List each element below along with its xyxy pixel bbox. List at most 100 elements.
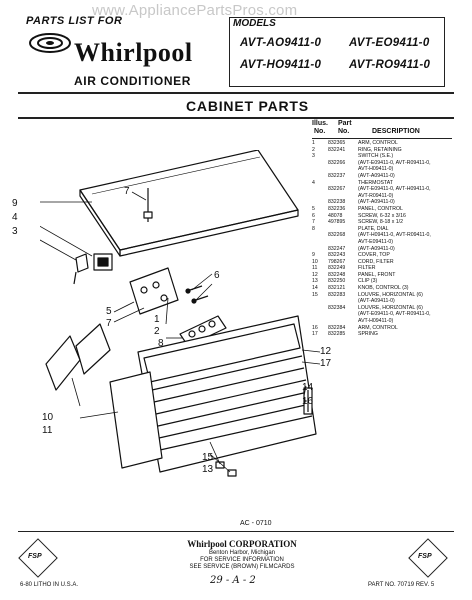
table-row: AVT-H09411-0) xyxy=(312,318,452,325)
switch-part xyxy=(93,253,113,271)
screw-part xyxy=(143,188,153,222)
header-divider xyxy=(18,92,454,94)
reference-number: 11 xyxy=(42,425,53,436)
part-number: 832283 xyxy=(328,291,346,298)
footer-service-info: FOR SERVICE INFORMATION xyxy=(200,557,284,563)
part-number: 497895 xyxy=(328,219,346,226)
illus-number: 4 xyxy=(312,179,315,186)
illus-number: 12 xyxy=(312,271,318,278)
illus-number: 5 xyxy=(312,205,315,212)
product-subtitle: AIR CONDITIONER xyxy=(74,74,191,88)
column-header-illus: Illus. xyxy=(312,120,328,127)
illus-number: 8 xyxy=(312,225,315,232)
reference-number: 9 xyxy=(12,198,18,209)
part-number: 832384 xyxy=(328,304,346,311)
description: PANEL, CONTROL xyxy=(358,205,403,212)
handwritten-note: 29 - A - 2 xyxy=(210,575,256,586)
description: (AVT-E09411-0, AVT-H09411-0, xyxy=(358,186,431,193)
illus-number: 1 xyxy=(312,140,315,146)
table-row: 1 832365 ARM, CONTROL xyxy=(312,140,452,147)
illus-number: 14 xyxy=(312,285,318,292)
illus-number: 7 xyxy=(312,219,315,226)
footer-divider xyxy=(18,531,454,533)
part-number: 798267 xyxy=(328,258,346,265)
table-row: (AVT-A09411-0) xyxy=(312,298,452,305)
footer-company: Whirlpool CORPORATION xyxy=(187,539,297,549)
reference-number: 15 xyxy=(202,452,214,463)
reference-number: 12 xyxy=(320,346,332,357)
table-row: (AVT-E09411-0, AVT-R09411-0, xyxy=(312,311,452,318)
description: PANEL, FRONT xyxy=(358,271,396,278)
part-number: 832365 xyxy=(328,140,346,146)
column-header-part: Part xyxy=(338,120,352,127)
description: SWITCH (S.E.) xyxy=(358,153,394,160)
list-divider xyxy=(312,138,452,139)
description: FILTER xyxy=(358,265,376,272)
table-row: 2 832241 RING, RETAINING xyxy=(312,147,452,154)
footer-service-cards: SEE SERVICE (BROWN) FILMCARDS xyxy=(189,564,295,570)
footer-printed: 6-80 LITHO IN U.S.A. xyxy=(20,582,79,588)
illus-number: 16 xyxy=(312,324,318,331)
description: (AVT-A09411-0) xyxy=(358,172,395,179)
description: SPRING xyxy=(358,331,378,338)
description: (AVT-A09411-0) xyxy=(358,199,395,206)
table-row: 832267(AVT-E09411-0, AVT-H09411-0, xyxy=(312,186,452,193)
description: CORD, FILTER xyxy=(358,258,394,265)
reference-number: 7 xyxy=(124,186,130,197)
description: COVER, TOP xyxy=(358,252,390,259)
section-divider xyxy=(18,117,454,119)
top-cover-part xyxy=(79,150,299,257)
fsp-logo-text: FSP xyxy=(418,553,432,560)
description: THERMOSTAT xyxy=(358,179,393,186)
reference-number: 6 xyxy=(214,270,220,281)
description: RING, RETAINING xyxy=(358,146,402,153)
description: SCREW, 6-32 x 3/16 xyxy=(358,212,406,219)
reference-number: 4 xyxy=(12,212,18,223)
description: (AVT-A09411-0) xyxy=(358,298,395,305)
control-panel-part xyxy=(129,267,179,315)
part-number: 832237 xyxy=(328,172,346,179)
knob-part xyxy=(303,387,313,415)
column-header-no: No. xyxy=(314,128,326,135)
brand-name: Whirlpool xyxy=(74,38,193,67)
description: KNOB, CONTROL (3) xyxy=(358,285,409,292)
part-number: 832249 xyxy=(328,265,346,272)
filter-cord-part xyxy=(45,323,111,391)
part-number: 832243 xyxy=(328,252,346,259)
description: ARM, CONTROL xyxy=(358,140,398,146)
column-header-description: DESCRIPTION xyxy=(372,128,420,135)
part-number: 832241 xyxy=(328,146,346,153)
screw-part xyxy=(185,285,209,304)
model-number: AVT-AO9411-0 xyxy=(240,37,322,49)
part-number: 832247 xyxy=(328,245,346,252)
table-row: 832268 (AVT-H09411-0, AVT-R09411-0, xyxy=(312,232,452,239)
reference-number: 3 xyxy=(12,226,18,237)
illus-number: 2 xyxy=(312,146,315,153)
description: SCREW, 8-18 x 1/2 xyxy=(358,219,403,226)
footer-address: Benton Harbor, Michigan xyxy=(208,550,276,556)
reference-number: 14 xyxy=(302,382,314,393)
footer-part-number: PART NO. 70719 REV. 5 xyxy=(368,582,435,588)
part-number: 832250 xyxy=(328,278,346,285)
illus-number: 13 xyxy=(312,278,318,285)
part-number: 832238 xyxy=(328,199,346,206)
model-number: AVT-HO9411-0 xyxy=(240,59,322,71)
illus-number: 17 xyxy=(312,331,318,338)
reference-number: 2 xyxy=(154,326,160,337)
part-number: 832268 xyxy=(328,232,346,239)
description: (AVT-H09411-0, AVT-R09411-0, xyxy=(358,232,431,239)
table-row: 832237 (AVT-A09411-0) xyxy=(312,173,452,180)
table-row: 832266(AVT-E09411-0, AVT-R09411-0, xyxy=(312,160,452,167)
fsp-logo-text: FSP xyxy=(28,553,42,560)
models-box xyxy=(229,17,445,87)
